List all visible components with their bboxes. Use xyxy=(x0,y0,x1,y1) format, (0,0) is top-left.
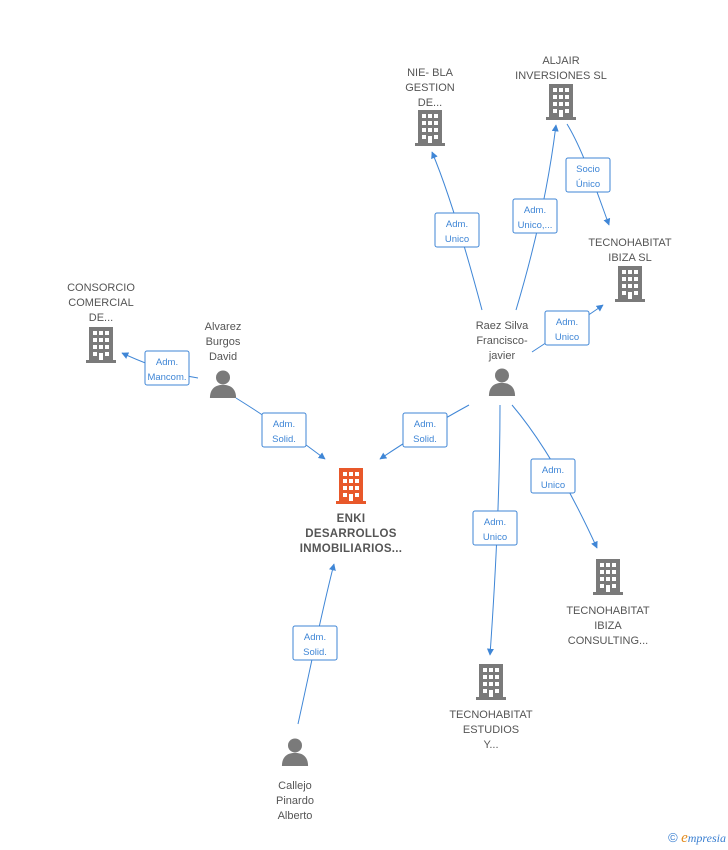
node-label: ESTUDIOS xyxy=(463,724,519,736)
edge-label-text: Solid. xyxy=(272,434,296,445)
node-label: TECNOHABITAT xyxy=(566,605,650,617)
edge-raez-nie: Adm. Unico xyxy=(431,151,483,311)
edge-label-text: Adm. xyxy=(156,357,178,368)
brand-initial: e xyxy=(681,830,688,846)
node-label: Callejo xyxy=(278,780,312,792)
edge-label-text: Adm. xyxy=(542,465,564,476)
node-label: IBIZA SL xyxy=(608,252,651,264)
person-icon[interactable] xyxy=(281,738,309,766)
edge-label-text: Solid. xyxy=(303,647,327,658)
node-label: Francisco- xyxy=(476,335,528,347)
node-label: NIE- BLA xyxy=(407,67,454,79)
edge-label-text: Solid. xyxy=(413,434,437,445)
footer-brand: © empresia xyxy=(668,830,726,847)
node-label: Raez Silva xyxy=(476,320,529,332)
edge-alvarez-consorcio: Adm. Mancom. xyxy=(121,350,199,386)
edge-label-text: Unico xyxy=(445,234,469,245)
node-label: INMOBILIARIOS... xyxy=(300,543,403,555)
node-enki[interactable]: ENKI DESARROLLOS INMOBILIARIOS... xyxy=(300,468,403,555)
node-label: INVERSIONES SL xyxy=(515,70,607,82)
node-label: David xyxy=(209,351,237,363)
node-teccons[interactable]: TECNOHABITAT IBIZA CONSULTING... xyxy=(566,559,650,647)
edge-label-box[interactable] xyxy=(402,412,448,448)
edge-label-text: Adm. xyxy=(524,205,546,216)
edge-label-box[interactable] xyxy=(472,510,518,546)
building-icon[interactable] xyxy=(476,664,506,700)
node-label: Pinardo xyxy=(276,795,314,807)
edge-label-text: Mancom. xyxy=(147,372,186,383)
edge-label-box[interactable] xyxy=(261,412,307,448)
node-label: DE... xyxy=(89,312,113,324)
node-label: COMERCIAL xyxy=(68,297,133,309)
node-label: DESARROLLOS xyxy=(305,528,396,540)
edge-label-box[interactable] xyxy=(434,212,480,248)
edge-label-text: Adm. xyxy=(304,632,326,643)
building-icon[interactable] xyxy=(86,327,116,363)
edge-label-text: Unico xyxy=(541,480,565,491)
node-label: javier xyxy=(488,350,516,362)
node-label: CONSORCIO xyxy=(67,282,135,294)
edge-label-box[interactable] xyxy=(144,350,190,386)
edge-raez-tecest: Adm. Unico xyxy=(472,404,518,656)
edge-label-text: Adm. xyxy=(273,419,295,430)
edge-label-text: Adm. xyxy=(414,419,436,430)
node-label: Y... xyxy=(483,739,498,751)
edge-label-box[interactable] xyxy=(292,625,338,661)
brand-name: mpresia xyxy=(687,831,726,845)
building-icon[interactable] xyxy=(546,84,576,120)
building-icon[interactable] xyxy=(615,266,645,302)
edges-layer: Adm.UnicoAdm.Unico,...SocioÚnicoAdm.Unic… xyxy=(121,123,611,725)
edge-label-box[interactable] xyxy=(544,310,590,346)
node-aljair[interactable]: ALJAIR INVERSIONES SL xyxy=(515,55,607,120)
edge-label-text: Adm. xyxy=(446,219,468,230)
edge-label-text: Adm. xyxy=(484,517,506,528)
copyright-symbol: © xyxy=(668,830,678,845)
node-label: CONSULTING... xyxy=(568,635,648,647)
node-tecest[interactable]: TECNOHABITAT ESTUDIOS Y... xyxy=(449,664,533,751)
node-label: Alvarez xyxy=(205,321,242,333)
building-icon[interactable] xyxy=(415,110,445,146)
edge-raez-aljair: Adm. Unico,... xyxy=(512,124,559,311)
edge-alvarez-enki: Adm. Solid. xyxy=(235,397,326,460)
node-tecibiza[interactable]: TECNOHABITAT IBIZA SL xyxy=(588,237,672,302)
edge-label-text: Unico,... xyxy=(518,220,553,231)
building-icon[interactable] xyxy=(593,559,623,595)
edge-label-text: Unico xyxy=(483,532,507,543)
node-label: GESTION xyxy=(405,82,455,94)
edge-label-text: Adm. xyxy=(556,317,578,328)
edge-raez-teccons: Adm. Unico xyxy=(511,404,598,549)
edge-label-box[interactable] xyxy=(530,458,576,494)
node-nie[interactable]: NIE- BLA GESTION DE... xyxy=(405,67,455,146)
node-label: ENKI xyxy=(337,513,366,525)
edge-raez-enki: Adm. Solid. xyxy=(379,404,470,460)
person-icon[interactable] xyxy=(209,370,237,398)
edge-label-text: Único xyxy=(576,179,600,190)
edge-raez-tecibiza: Adm. Unico xyxy=(531,304,604,353)
node-label: Alberto xyxy=(278,810,313,822)
person-icon[interactable] xyxy=(488,368,516,396)
edge-callejo-enki: Adm. Solid. xyxy=(292,563,338,725)
edge-label-text: Socio xyxy=(576,164,600,175)
node-label: TECNOHABITAT xyxy=(449,709,533,721)
edge-label-text: Unico xyxy=(555,332,579,343)
node-label: DE... xyxy=(418,97,442,109)
node-consorcio[interactable]: CONSORCIO COMERCIAL DE... xyxy=(67,282,135,363)
node-label: IBIZA xyxy=(594,620,622,632)
node-label: TECNOHABITAT xyxy=(588,237,672,249)
node-label: ALJAIR xyxy=(542,55,579,67)
nodes-layer: NIE- BLA GESTION DE... ALJAIR INVERSIONES SL… xyxy=(67,55,672,822)
building-icon[interactable] xyxy=(336,468,366,504)
edge-label-box[interactable] xyxy=(512,198,558,234)
edge-label-box[interactable] xyxy=(565,157,611,193)
node-label: Burgos xyxy=(206,336,241,348)
